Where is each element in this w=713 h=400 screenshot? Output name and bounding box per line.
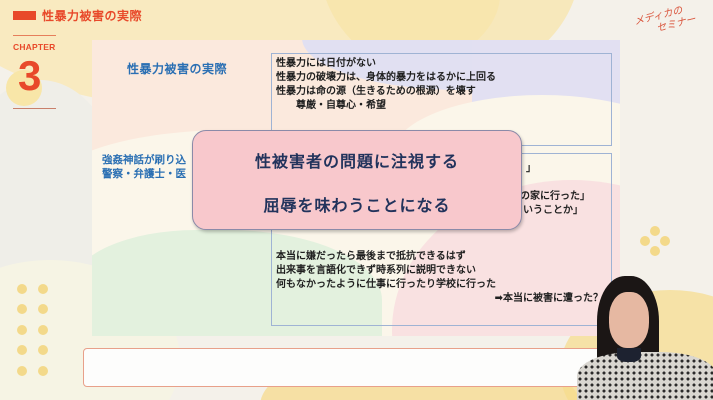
chapter-label: CHAPTER <box>13 42 56 52</box>
text-fragment: の家に行った」 <box>520 191 590 202</box>
text-line: 本当に嫌だったら最後まで抵抗できるはず <box>276 251 466 262</box>
callout-line: 性被害者の問題に注視する <box>254 152 459 171</box>
presenter-body <box>577 352 713 400</box>
divider <box>13 108 56 109</box>
text-line: 性暴力には日付がない <box>276 58 376 69</box>
text-line: 性暴力の破壊力は、身体的暴力をはるかに上回る <box>276 72 496 83</box>
header-accent-bar <box>13 11 36 20</box>
presenter-collar <box>617 348 641 362</box>
subheading-line: 警察・弁護士・医 <box>102 168 186 180</box>
chapter-number: 3 <box>18 52 42 99</box>
text-line: 性暴力は命の源（生きるための根源）を壊す <box>276 86 476 97</box>
callout-overlay: 性被害者の問題に注視する 屈辱を味わうことになる <box>192 130 522 230</box>
presenter-face <box>609 292 649 348</box>
text-fragment: 」 <box>526 163 536 174</box>
text-line: 尊厳・自尊心・希望 <box>296 100 386 111</box>
section-title: 性暴力被害の実際 <box>42 9 143 23</box>
divider <box>13 35 56 36</box>
slide-heading: 性暴力被害の実際 <box>127 62 228 76</box>
text-line: ➡本当に被害に遭った？ <box>494 293 603 304</box>
caption-box <box>83 348 623 387</box>
text-line: 出来事を言語化できず時系列に説明できない <box>276 265 476 276</box>
text-fragment: いうことか」 <box>523 205 583 216</box>
subheading-line: 強姦神話が刷り込 <box>102 154 186 166</box>
callout-line: 屈辱を味わうことになる <box>263 196 451 215</box>
text-line: 何もなかったように仕事に行ったり学校に行った <box>276 279 496 290</box>
brand-logo: メディカの セミナー <box>633 0 709 48</box>
presenter-video <box>575 268 713 400</box>
slide-subheading: 強姦神話が刷り込 警察・弁護士・医 <box>102 153 186 181</box>
chapter-number-background <box>6 70 42 106</box>
